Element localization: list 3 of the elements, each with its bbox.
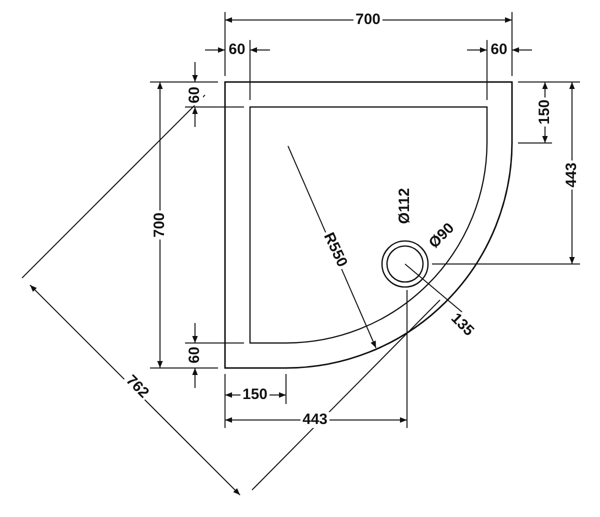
dimension-label: Ø112 — [397, 186, 413, 226]
dimension-label: 443 — [300, 412, 330, 428]
dimension-label: 60 — [187, 84, 203, 106]
